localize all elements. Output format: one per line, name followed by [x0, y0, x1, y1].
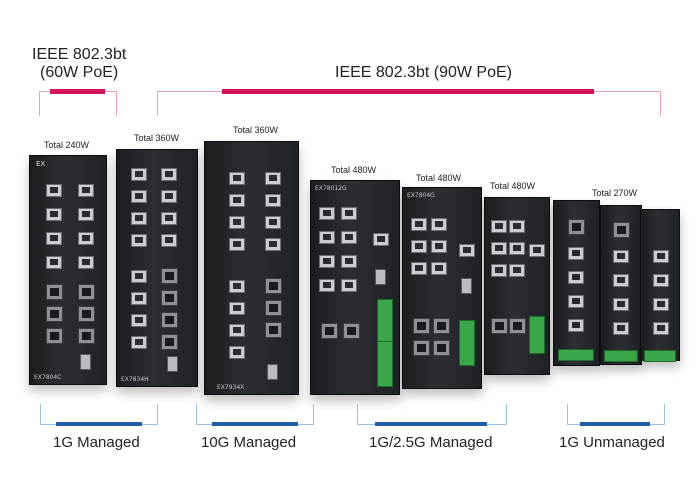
poe90-heading: IEEE 802.3bt (90W PoE)	[335, 64, 512, 81]
total-label-1: Total 240W	[44, 140, 90, 150]
poe90-bracket	[157, 91, 661, 116]
model-ex7834h: EX7834H	[121, 376, 149, 383]
poe60-heading-line2: (60W PoE)	[40, 64, 119, 81]
category-1g-managed: 1G Managed	[53, 434, 140, 451]
bar-1g25g-managed	[375, 422, 487, 426]
total-label-5: Total 480W	[416, 173, 462, 183]
switch-ex7804g: EX7804G	[402, 187, 482, 389]
category-1g25g-managed: 1G/2.5G Managed	[369, 434, 493, 451]
poe60-heading-line1: IEEE 802.3bt	[32, 46, 127, 63]
switch-7	[553, 200, 600, 366]
switch-8	[600, 205, 642, 365]
poe60-bracket	[39, 91, 117, 116]
switch-ex7804c: EX EX7804C	[29, 155, 107, 385]
category-1g-unmanaged: 1G Unmanaged	[559, 434, 665, 451]
switch-9	[640, 209, 680, 362]
total-label-4: Total 480W	[331, 165, 377, 175]
switch-ex7934x: EX7934X	[204, 141, 299, 395]
switch-ex7834h: EX7834H	[116, 149, 198, 387]
switch-6	[484, 197, 550, 375]
bar-1g-managed	[56, 422, 142, 426]
poe90-bar	[222, 89, 594, 94]
model-ex7934x: EX7934X	[217, 384, 245, 391]
total-label-7: Total 270W	[592, 188, 638, 198]
bar-10g-managed	[212, 422, 298, 426]
poe60-bar	[50, 89, 105, 94]
total-label-6: Total 480W	[490, 181, 536, 191]
model-ex78012g: EX78012G	[315, 185, 347, 192]
category-10g-managed: 10G Managed	[201, 434, 297, 451]
bar-1g-unmanaged	[580, 422, 650, 426]
switch-ex78012g: EX78012G	[310, 180, 400, 395]
total-label-2: Total 360W	[134, 133, 180, 143]
total-label-3: Total 360W	[233, 125, 279, 135]
model-ex7804c: EX7804C	[34, 374, 62, 381]
model-ex7804g: EX7804G	[407, 192, 435, 199]
